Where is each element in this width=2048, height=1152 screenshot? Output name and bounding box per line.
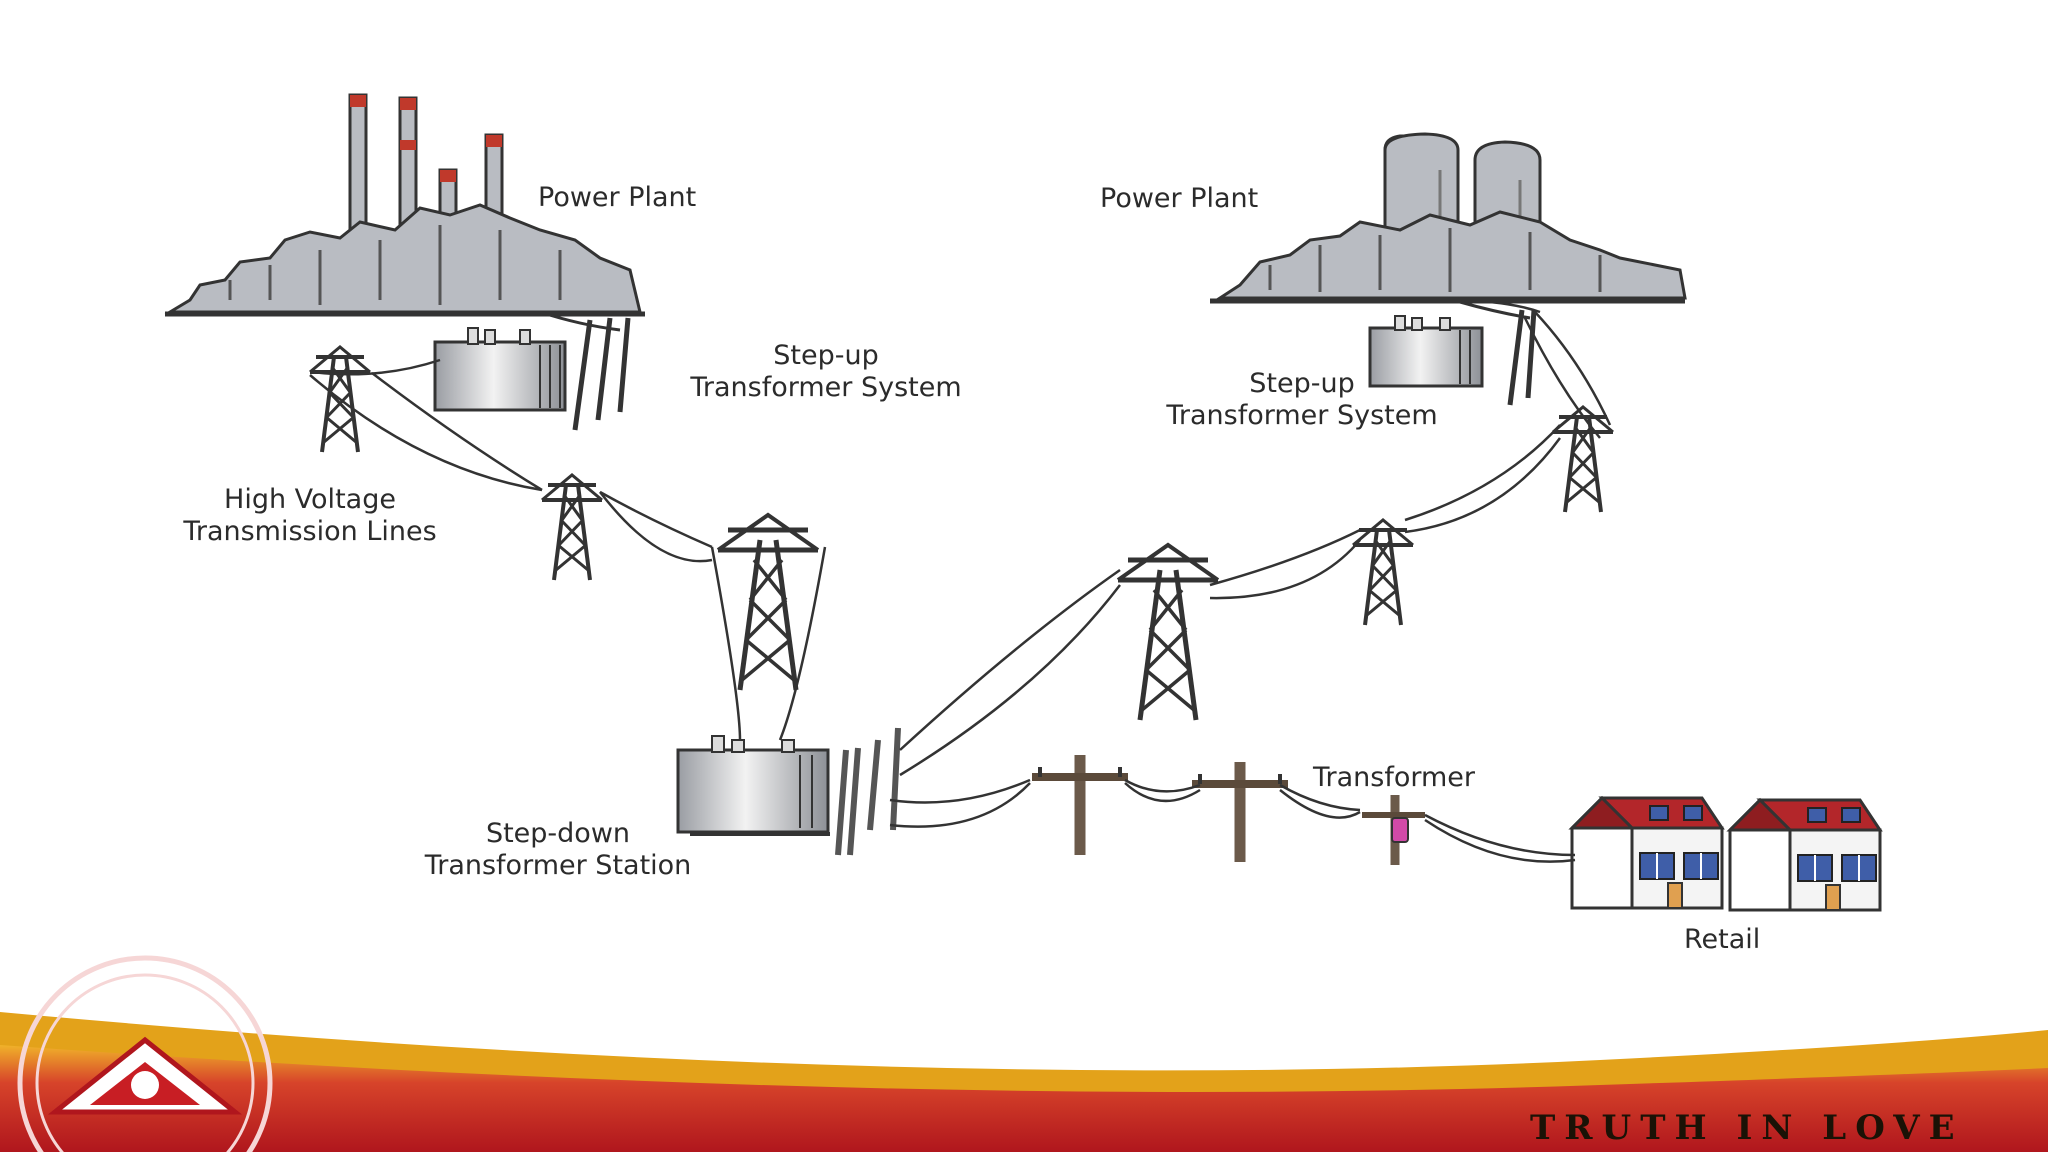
footer-tagline: TRUTH IN LOVE <box>1530 1108 1964 1148</box>
label-hv-line2: Transmission Lines <box>183 516 437 547</box>
power-plant-right-icon <box>1210 132 1687 304</box>
label-stepup-left-line2: Transformer System <box>690 372 962 403</box>
label-stepup-right: Step-up Transformer System <box>1132 368 1472 432</box>
house-icon <box>1570 796 1724 910</box>
label-transformer: Transformer <box>1313 762 1476 793</box>
transmission-tower-icon <box>1118 545 1218 720</box>
label-stepup-left-line1: Step-up <box>773 340 879 371</box>
transmission-tower-icon <box>540 473 604 582</box>
power-plant-left-icon <box>164 93 645 317</box>
label-power-plant-right: Power Plant <box>1100 183 1259 214</box>
label-stepdown-line1: Step-down <box>485 818 631 849</box>
power-lines <box>309 300 1612 863</box>
stepup-transformer-right-icon <box>1368 300 1537 406</box>
transmission-tower-icon <box>1551 405 1615 514</box>
label-stepdown: Step-down Transformer Station <box>388 818 728 882</box>
utility-pole-icon <box>1192 762 1288 862</box>
transmission-tower-icon <box>1351 518 1415 627</box>
label-stepup-left: Step-up Transformer System <box>656 340 996 404</box>
label-stepup-right-line2: Transformer System <box>1166 400 1438 431</box>
stepup-transformer-left-icon <box>433 310 631 431</box>
school-seal-icon <box>17 955 273 1152</box>
label-stepdown-line2: Transformer Station <box>424 850 692 881</box>
stepdown-transformer-icon <box>676 727 901 856</box>
label-high-voltage: High Voltage Transmission Lines <box>150 484 470 548</box>
label-hv-line1: High Voltage <box>224 484 396 515</box>
pole-transformer-icon <box>1362 795 1425 865</box>
footer-band <box>0 1012 2048 1152</box>
label-power-plant-left: Power Plant <box>538 182 697 213</box>
house-icon <box>1728 798 1882 912</box>
utility-pole-icon <box>1032 755 1128 855</box>
label-retail: Retail <box>1684 924 1761 955</box>
label-stepup-right-line1: Step-up <box>1249 368 1355 399</box>
